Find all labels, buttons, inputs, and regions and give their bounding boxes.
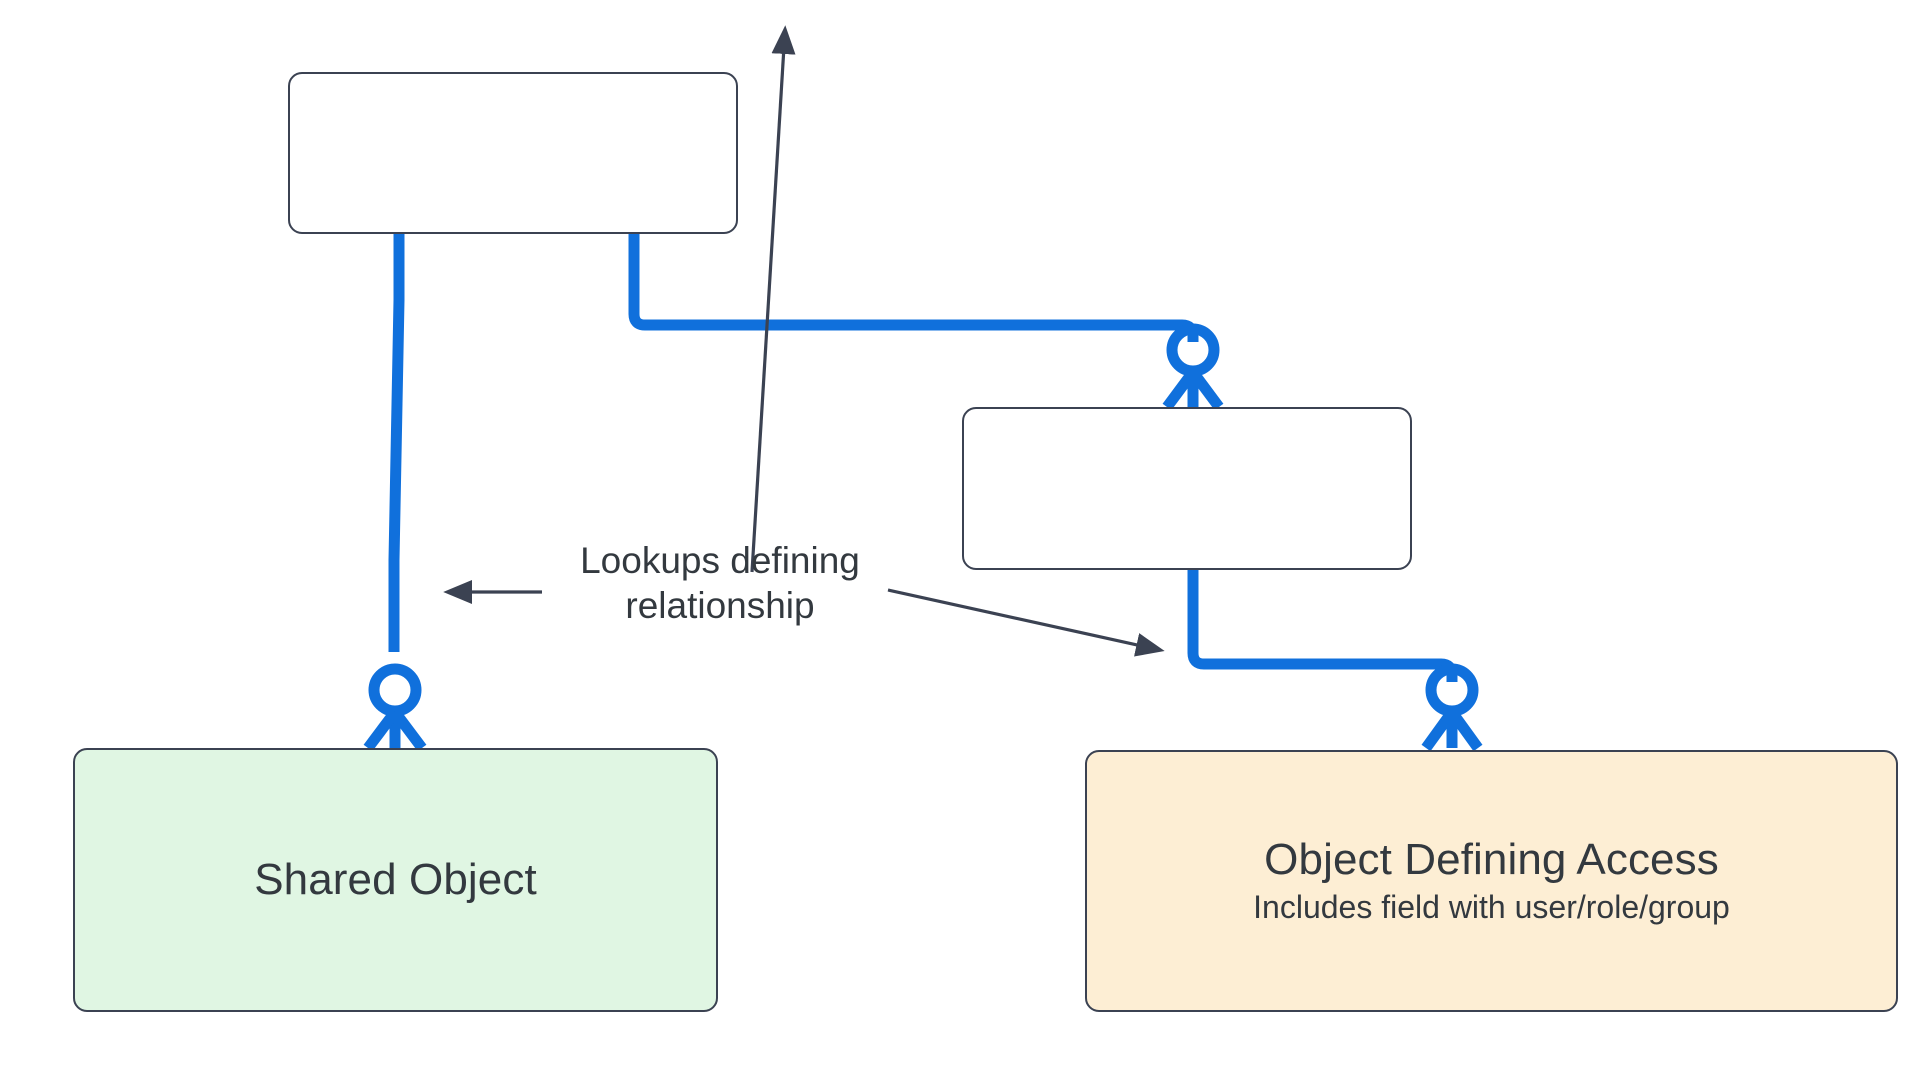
edge-middle-to-access-zero-circle bbox=[1425, 663, 1479, 717]
edge-top-to-shared-line bbox=[388, 200, 405, 652]
edge-top-to-middle-foot-left bbox=[1162, 368, 1198, 411]
shared-object-title: Shared Object bbox=[254, 854, 537, 904]
object-defining-access-title: Object Defining Access bbox=[1264, 835, 1719, 885]
annotation-arrow-up bbox=[750, 25, 796, 573]
edge-top-to-shared-foot-right bbox=[390, 708, 427, 752]
edge-middle-to-access-foot-right bbox=[1447, 708, 1483, 752]
lookups-annotation-line1: Lookups defining bbox=[580, 540, 860, 581]
edge-top-to-middle[interactable] bbox=[628, 200, 1224, 411]
edge-top-to-middle-zero-circle bbox=[1166, 323, 1220, 377]
lookups-annotation-line2: relationship bbox=[625, 585, 815, 627]
shared-object-box[interactable]: Shared Object bbox=[73, 748, 718, 1012]
edge-top-to-shared-zero-circle bbox=[368, 663, 422, 717]
edge-top-to-shared-foot-left bbox=[363, 708, 400, 752]
edge-top-to-middle-foot-right bbox=[1188, 368, 1224, 411]
middle-empty-object-box[interactable] bbox=[962, 407, 1412, 570]
annotation-arrow-right bbox=[887, 588, 1165, 657]
object-defining-access-box[interactable]: Object Defining Access Includes field wi… bbox=[1085, 750, 1898, 1012]
edge-middle-to-access[interactable] bbox=[1187, 540, 1483, 752]
object-defining-access-subtitle: Includes field with user/role/group bbox=[1253, 888, 1730, 925]
edge-middle-to-access-foot-left bbox=[1421, 708, 1457, 752]
edge-top-to-shared[interactable] bbox=[363, 200, 427, 752]
top-empty-object-box[interactable] bbox=[288, 72, 738, 234]
lookups-annotation: Lookups defining relationship bbox=[535, 538, 905, 628]
